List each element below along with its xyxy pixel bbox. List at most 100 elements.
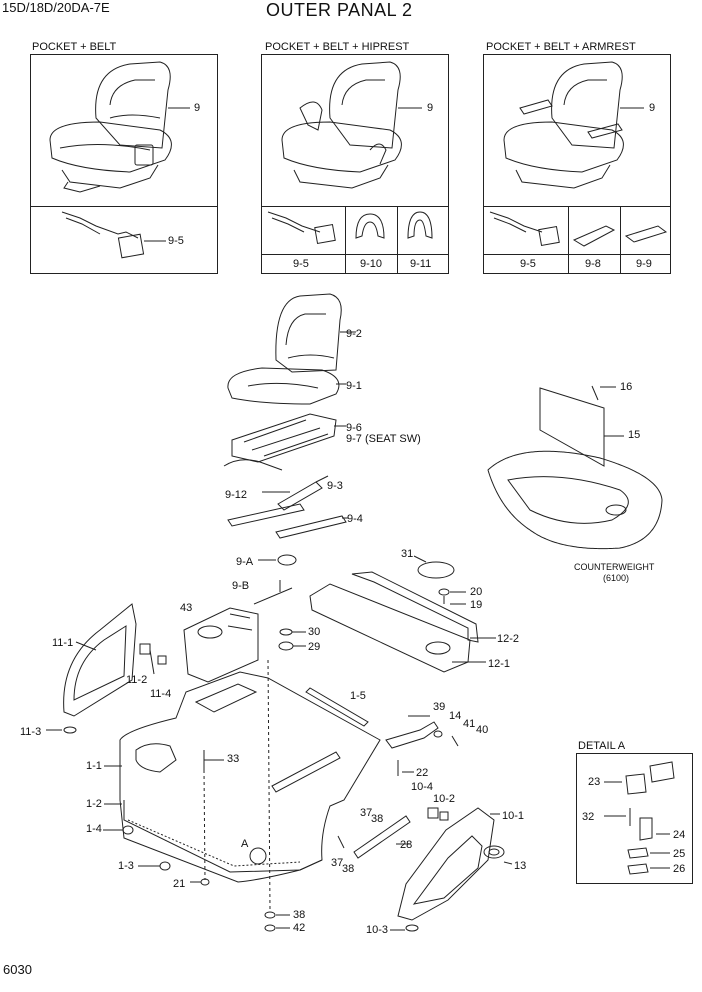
seat-cushion xyxy=(227,367,346,405)
part-31-cover xyxy=(413,555,455,579)
callout-12-2: 12-2 xyxy=(497,633,520,645)
body-fasteners xyxy=(103,659,290,932)
callout-38c: 38 xyxy=(293,909,306,921)
hood-hinge xyxy=(385,715,459,776)
option-1-seat-illustration xyxy=(49,61,190,193)
option-2-belt-illustration xyxy=(267,211,336,245)
callout-30: 30 xyxy=(308,626,321,638)
option-title-3: POCKET + BELT + ARMREST xyxy=(486,41,636,53)
detail-part-32: 32 xyxy=(582,811,595,823)
callout-9-B: 9-B xyxy=(232,580,250,592)
callout-9-4: 9-4 xyxy=(347,513,363,525)
callout-11-2: 11-2 xyxy=(126,674,148,686)
callout-21: 21 xyxy=(173,878,186,890)
callout-31: 31 xyxy=(401,548,414,560)
console-box xyxy=(183,607,259,683)
callout-11-4: 11-4 xyxy=(150,688,172,700)
option-2-part-9-10: 9-10 xyxy=(360,258,383,270)
seat-bushing-and-wire xyxy=(253,554,297,605)
callout-1-3: 1-3 xyxy=(118,860,134,872)
callout-14: 14 xyxy=(449,710,462,722)
option-3-part-9-9: 9-9 xyxy=(636,258,652,270)
callout-38a: 38 xyxy=(371,813,384,825)
seat-rails-and-damper xyxy=(227,475,348,539)
option-3-part-9-5: 9-5 xyxy=(520,258,536,270)
callout-A: A xyxy=(241,838,249,850)
option-3-armrest-illustrations xyxy=(572,225,668,247)
callout-13: 13 xyxy=(514,860,527,872)
detail-part-25: 25 xyxy=(673,848,686,860)
main-body-panel xyxy=(104,671,381,883)
option-2-seat-illustration xyxy=(281,61,422,189)
counterweight-part-15: 15 xyxy=(628,429,641,441)
callout-10-1: 10-1 xyxy=(502,810,525,822)
part-11-2-11-4-clips xyxy=(139,643,167,675)
callout-9-2: 9-2 xyxy=(346,328,362,340)
left-side-panel xyxy=(46,603,137,734)
callout-33: 33 xyxy=(227,753,240,765)
callout-22: 22 xyxy=(416,767,429,779)
option-3-cell-3 xyxy=(620,206,671,274)
option-title-2: POCKET + BELT + HIPREST xyxy=(265,41,410,53)
callout-10-2: 10-2 xyxy=(433,793,456,805)
model-label: 15D/18D/20DA-7E xyxy=(2,0,110,15)
callout-12-1: 12-1 xyxy=(488,658,511,670)
part-30-29-plugs xyxy=(278,628,306,651)
detail-a-illustration xyxy=(604,761,675,875)
callout-9-7: 9-7 (SEAT SW) xyxy=(346,433,421,445)
part-20-19-bolt xyxy=(438,588,466,605)
counterweight-part-16: 16 xyxy=(620,381,633,393)
callout-9-A: 9-A xyxy=(236,556,254,568)
option-3-seat-label: 9 xyxy=(649,102,656,114)
callout-1-2: 1-2 xyxy=(86,798,102,810)
callout-10-3: 10-3 xyxy=(366,924,389,936)
option-2-cell-3 xyxy=(397,206,449,274)
detail-title: DETAIL A xyxy=(578,740,626,752)
detail-part-26: 26 xyxy=(673,863,686,875)
callout-41: 41 xyxy=(463,718,476,730)
option-1-belt-illustration xyxy=(61,211,166,259)
seat-suspension xyxy=(223,413,346,471)
page-number: 6030 xyxy=(3,962,32,977)
right-side-panel xyxy=(390,807,500,932)
option-title-1: POCKET + BELT xyxy=(32,41,117,53)
option-3-belt-illustration xyxy=(489,211,560,247)
detail-part-24: 24 xyxy=(673,829,686,841)
callout-19: 19 xyxy=(470,599,483,611)
callout-1-4: 1-4 xyxy=(86,823,102,835)
page-title: OUTER PANAL 2 xyxy=(266,0,413,20)
callout-9-12: 9-12 xyxy=(225,489,248,501)
counterweight-sub: (6100) xyxy=(603,573,630,583)
option-3-seat-illustration xyxy=(503,61,644,189)
callout-9-1: 9-1 xyxy=(346,380,362,392)
callout-11-3: 11-3 xyxy=(20,726,42,738)
seat-backrest xyxy=(275,293,356,373)
callout-1-1: 1-1 xyxy=(86,760,102,772)
counterweight-illustration xyxy=(487,385,663,550)
callout-37b: 37 xyxy=(331,857,344,869)
callout-38b: 38 xyxy=(342,863,355,875)
callout-1-5: 1-5 xyxy=(350,690,366,702)
detail-part-23: 23 xyxy=(588,776,601,788)
option-2-seat-label: 9 xyxy=(427,102,434,114)
callout-40: 40 xyxy=(476,724,489,736)
rear-panel xyxy=(309,571,496,673)
callout-20: 20 xyxy=(470,586,483,598)
callout-11-1: 11-1 xyxy=(52,637,74,649)
detail-box xyxy=(576,753,693,884)
callout-29: 29 xyxy=(308,641,321,653)
counterweight-label: COUNTERWEIGHT xyxy=(574,562,655,572)
option-3-label-row xyxy=(483,254,671,255)
option-2-part-9-5: 9-5 xyxy=(293,258,309,270)
callout-39: 39 xyxy=(433,701,446,713)
callout-43: 43 xyxy=(180,602,193,614)
callout-37a: 37 xyxy=(360,807,373,819)
option-box-1 xyxy=(30,54,218,274)
option-3-part-9-8: 9-8 xyxy=(585,258,601,270)
option-box-1-divider xyxy=(30,206,218,207)
option-2-hiprest-illustrations xyxy=(355,211,433,239)
part-13-grommet xyxy=(483,845,513,865)
callout-10-4: 10-4 xyxy=(411,781,434,793)
option-1-part-9-5: 9-5 xyxy=(168,235,184,247)
option-2-part-9-11: 9-11 xyxy=(410,258,432,270)
